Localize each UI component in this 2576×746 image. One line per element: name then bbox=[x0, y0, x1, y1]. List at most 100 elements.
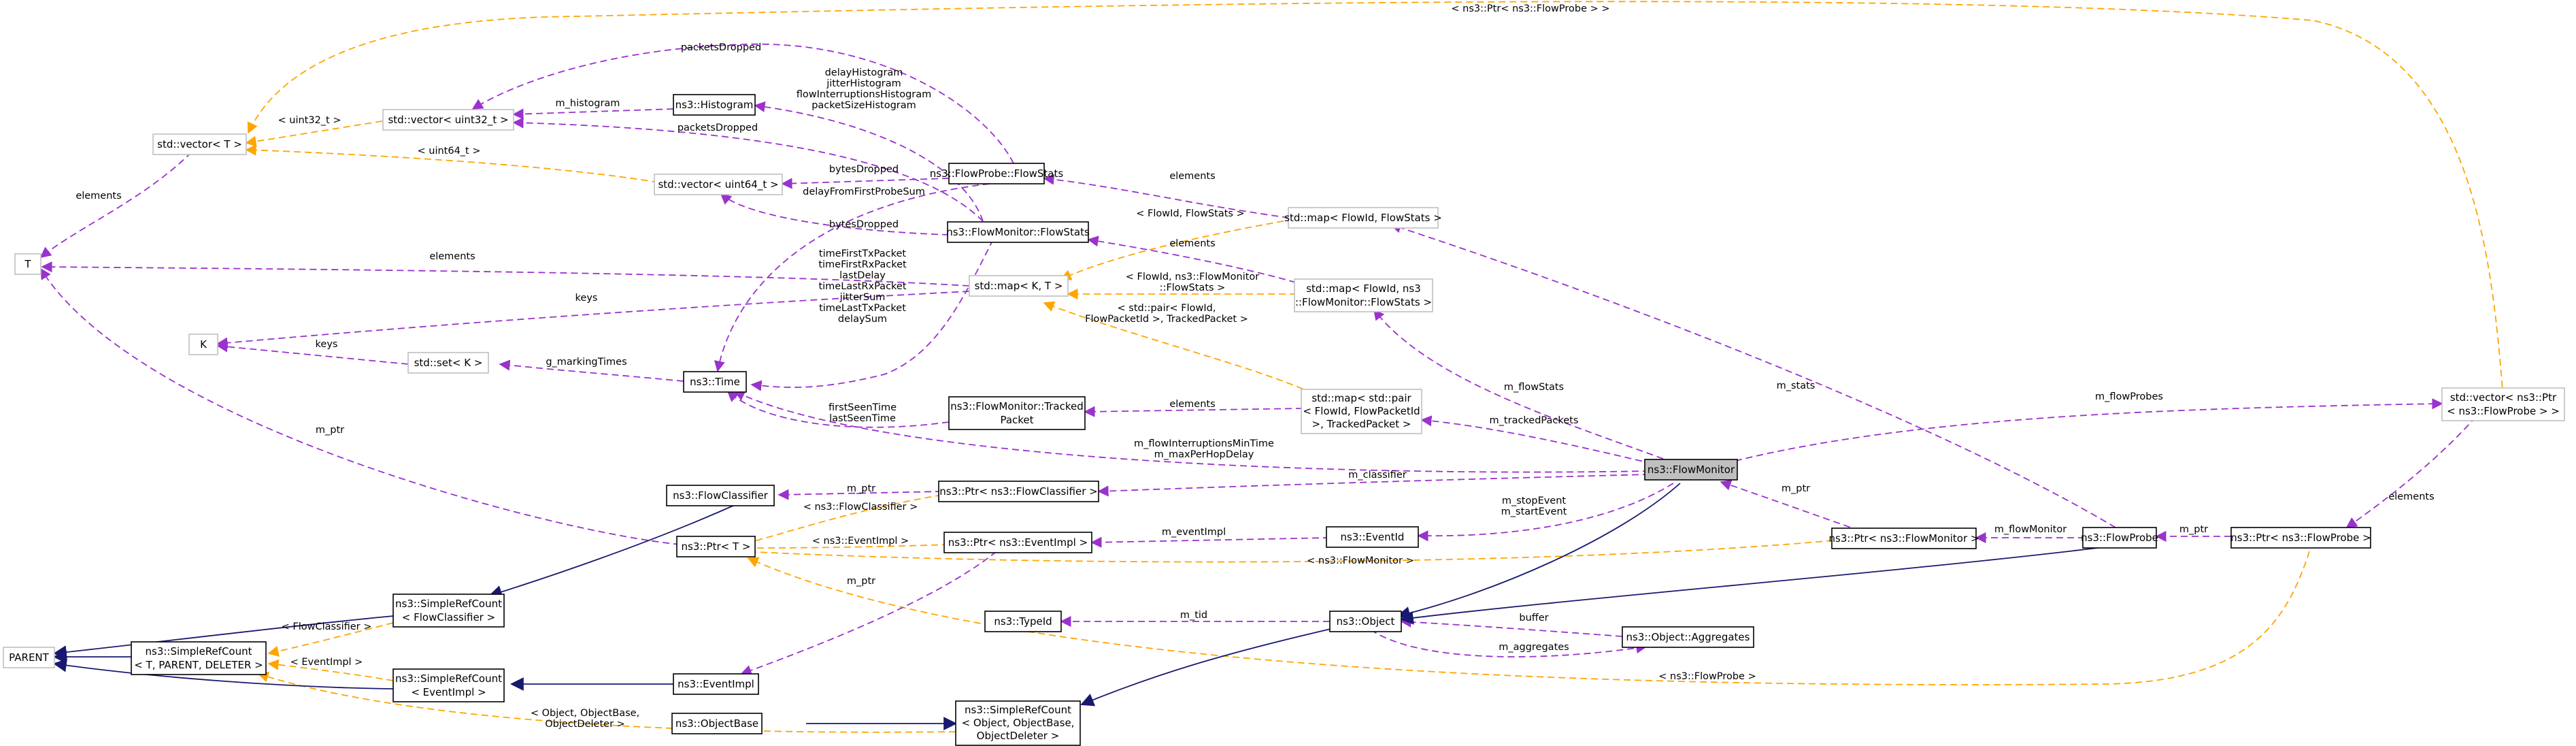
edge-vectort-to-t bbox=[39, 144, 200, 259]
node-eventid[interactable]: ns3::EventId bbox=[1326, 526, 1419, 548]
node-vector-uint32[interactable]: std::vector< uint32_t > bbox=[382, 109, 514, 131]
edge-flowmonitor-to-vectorptr bbox=[1713, 398, 2443, 467]
node-label: ns3::Histogram bbox=[675, 99, 754, 111]
node-flowclassifier[interactable]: ns3::FlowClassifier bbox=[666, 485, 775, 506]
node-vector-uint64[interactable]: std::vector< uint64_t > bbox=[654, 174, 783, 195]
edge-label: jitterHistogram bbox=[826, 78, 901, 89]
node-flowprobe[interactable]: ns3::FlowProbe bbox=[2081, 527, 2158, 549]
node-label: std::map< FlowId, ns3 bbox=[1306, 282, 1421, 295]
node-label: < FlowClassifier > bbox=[402, 611, 495, 623]
node-simplerefcount-eventimpl[interactable]: ns3::SimpleRefCount < EventImpl > bbox=[392, 668, 505, 702]
node-flowmonitor-flowstats[interactable]: ns3::FlowMonitor::FlowStats bbox=[946, 221, 1090, 243]
node-ptr-t[interactable]: ns3::Ptr< T > bbox=[676, 536, 756, 557]
node-object-aggregates[interactable]: ns3::Object::Aggregates bbox=[1622, 626, 1754, 648]
edge-mapflowstats-to-mapkt bbox=[1060, 218, 1295, 280]
edge-srcei-to-srcgeneric bbox=[267, 659, 394, 681]
edge-label: bytesDropped bbox=[829, 164, 899, 175]
edge-label: firstSeenTime bbox=[829, 402, 897, 413]
edge-mapflowstats-to-probestats bbox=[1043, 174, 1290, 218]
edge-histogram-to-vectoru32 bbox=[512, 108, 674, 120]
edge-label: keys bbox=[575, 293, 598, 304]
node-label: ns3::Ptr< ns3::FlowClassifier > bbox=[939, 485, 1097, 498]
node-flowprobe-flowstats[interactable]: ns3::FlowProbe::FlowStats bbox=[930, 163, 1064, 184]
edge-label: m_stats bbox=[1777, 380, 1816, 391]
node-ptr-flowprobe[interactable]: ns3::Ptr< ns3::FlowProbe > bbox=[2230, 527, 2371, 549]
edge-label: packetSizeHistogram bbox=[812, 100, 916, 111]
node-label: ns3::SimpleRefCount bbox=[395, 672, 502, 685]
edge-label: < uint64_t > bbox=[418, 146, 481, 157]
edge-label: < uint32_t > bbox=[278, 115, 341, 126]
edge-label: timeLastTxPacket bbox=[819, 303, 906, 314]
edge-label: elements bbox=[429, 251, 475, 262]
node-ptr-flowmonitor[interactable]: ns3::Ptr< ns3::FlowMonitor > bbox=[1829, 528, 1979, 549]
node-vector-ptr-flowprobe[interactable]: std::vector< ns3::Ptr < ns3::FlowProbe >… bbox=[2441, 387, 2565, 421]
node-simplerefcount-generic[interactable]: ns3::SimpleRefCount < T, PARENT, DELETER… bbox=[131, 641, 267, 675]
edge-label: elements bbox=[1169, 238, 1215, 249]
edge-label: m_ptr bbox=[2179, 524, 2208, 535]
node-label: < EventImpl > bbox=[411, 686, 486, 698]
node-label: < FlowId, FlowPacketId bbox=[1303, 405, 1420, 417]
edge-label: packetsDropped bbox=[681, 42, 761, 53]
node-t[interactable]: T bbox=[14, 253, 41, 275]
edge-ptrfc-to-ptrt bbox=[740, 494, 943, 548]
node-k[interactable]: K bbox=[188, 334, 218, 355]
node-map-flowid-flowstats[interactable]: std::map< FlowId, FlowStats > bbox=[1284, 207, 1442, 229]
edge-label: g_markingTimes bbox=[546, 357, 626, 368]
edge-label: m_ptr bbox=[847, 576, 875, 587]
edge-label: m_eventImpl bbox=[1162, 527, 1226, 538]
node-label: std::set< K > bbox=[414, 357, 483, 369]
node-label: ns3::SimpleRefCount bbox=[395, 598, 502, 610]
node-label: ns3::SimpleRefCount bbox=[146, 645, 252, 658]
edge-label: lastSeenTime bbox=[829, 413, 896, 424]
node-time[interactable]: ns3::Time bbox=[683, 371, 747, 393]
node-parent[interactable]: PARENT bbox=[3, 647, 55, 668]
edge-label: m_ptr bbox=[847, 483, 875, 494]
node-label: ns3::TypeId bbox=[994, 615, 1052, 628]
edge-label: m_flowProbes bbox=[2095, 391, 2163, 402]
node-label: < ns3::FlowProbe > > bbox=[2447, 405, 2560, 417]
edge-label: buffer bbox=[1519, 613, 1548, 623]
edge-label: ObjectDeleter > bbox=[545, 719, 625, 730]
edge-label: m_maxPerHopDelay bbox=[1154, 449, 1254, 460]
node-flowmonitor-trackedpacket[interactable]: ns3::FlowMonitor::Tracked Packet bbox=[948, 396, 1086, 430]
edge-monitorstats-to-vectoru64 bbox=[720, 193, 950, 236]
node-map-flowid-monitor-flowstats[interactable]: std::map< FlowId, ns3 ::FlowMonitor::Flo… bbox=[1294, 278, 1433, 312]
node-label: ns3::Object bbox=[1337, 615, 1395, 628]
edge-flowclassifier-to-srcfc bbox=[488, 504, 735, 599]
node-ptr-eventimpl[interactable]: ns3::Ptr< ns3::EventImpl > bbox=[943, 532, 1092, 553]
node-typeid[interactable]: ns3::TypeId bbox=[984, 611, 1062, 632]
node-label: PARENT bbox=[9, 651, 49, 664]
node-label: ObjectDeleter > bbox=[977, 730, 1060, 742]
node-simplerefcount-object[interactable]: ns3::SimpleRefCount < Object, ObjectBase… bbox=[955, 700, 1081, 746]
edge-label: timeFirstTxPacket bbox=[819, 248, 906, 259]
node-label: ::FlowMonitor::FlowStats > bbox=[1295, 296, 1432, 308]
node-label: ns3::EventImpl bbox=[678, 678, 754, 690]
node-map-k-t[interactable]: std::map< K, T > bbox=[969, 275, 1069, 297]
node-label: std::map< K, T > bbox=[975, 280, 1063, 292]
node-ptr-flowclassifier[interactable]: ns3::Ptr< ns3::FlowClassifier > bbox=[938, 481, 1099, 502]
node-object[interactable]: ns3::Object bbox=[1329, 611, 1402, 632]
edge-label: < ns3::EventImpl > bbox=[812, 536, 909, 547]
edge-label: m_aggregates bbox=[1499, 642, 1569, 653]
edge-vectoru32-to-vectort bbox=[245, 120, 383, 147]
edge-label: bytesDropped bbox=[829, 219, 899, 230]
edge-label: < FlowClassifier > bbox=[282, 621, 372, 632]
node-label: ns3::FlowMonitor bbox=[1647, 464, 1735, 476]
node-vector-t[interactable]: std::vector< T > bbox=[152, 133, 247, 155]
edge-time-to-setk bbox=[499, 359, 684, 382]
node-eventimpl[interactable]: ns3::EventImpl bbox=[673, 673, 759, 695]
edge-label: elements bbox=[2388, 491, 2434, 502]
node-histogram[interactable]: ns3::Histogram bbox=[673, 94, 756, 116]
node-map-pair-trackedpacket[interactable]: std::map< std::pair < FlowId, FlowPacket… bbox=[1301, 389, 1422, 434]
edge-ptrei-to-eventimpl bbox=[740, 551, 997, 676]
node-flowmonitor-focus[interactable]: ns3::FlowMonitor bbox=[1644, 459, 1738, 481]
node-objectbase[interactable]: ns3::ObjectBase bbox=[671, 713, 763, 734]
node-simplerefcount-flowclassifier[interactable]: ns3::SimpleRefCount < FlowClassifier > bbox=[392, 594, 505, 628]
node-set-k[interactable]: std::set< K > bbox=[407, 352, 489, 374]
edge-srcfc-to-parent bbox=[53, 615, 394, 659]
edge-label: < ns3::FlowProbe > bbox=[1658, 671, 1756, 682]
edge-label: lastDelay bbox=[839, 270, 886, 281]
edge-label: flowInterruptionsHistogram bbox=[797, 89, 932, 100]
edge-label: m_stopEvent bbox=[1502, 496, 1567, 506]
edge-ptrt-to-t bbox=[40, 267, 681, 545]
